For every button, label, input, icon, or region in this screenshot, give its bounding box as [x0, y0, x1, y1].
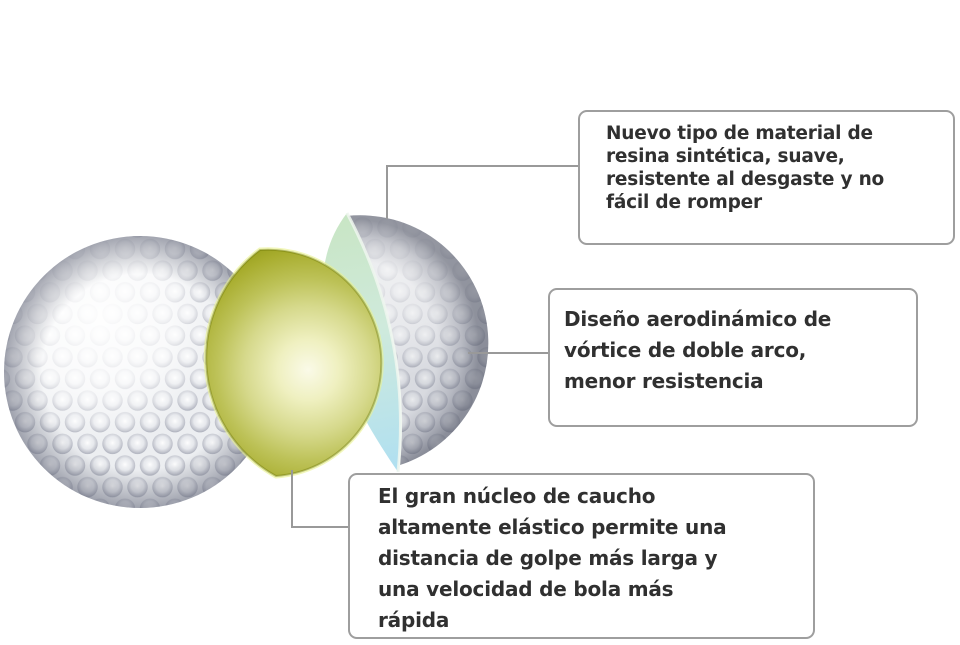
- callout-box-aero: Diseño aerodinámico de vórtice de doble …: [548, 288, 918, 427]
- callout-box-core: El gran núcleo de caucho altamente elást…: [348, 473, 815, 639]
- connector-line-core: [291, 470, 348, 528]
- callout-core-text: El gran núcleo de caucho altamente elást…: [378, 484, 727, 632]
- callout-aero-text: Diseño aerodinámico de vórtice de doble …: [564, 307, 832, 393]
- rubber-core: [203, 247, 384, 479]
- white-ball-half: [4, 236, 276, 508]
- callout-box-cover: Nuevo tipo de material de resina sintéti…: [578, 110, 955, 245]
- connector-line-cover: [386, 165, 578, 219]
- shell-half: [347, 215, 489, 465]
- callout-cover-text: Nuevo tipo de material de resina sintéti…: [606, 123, 885, 213]
